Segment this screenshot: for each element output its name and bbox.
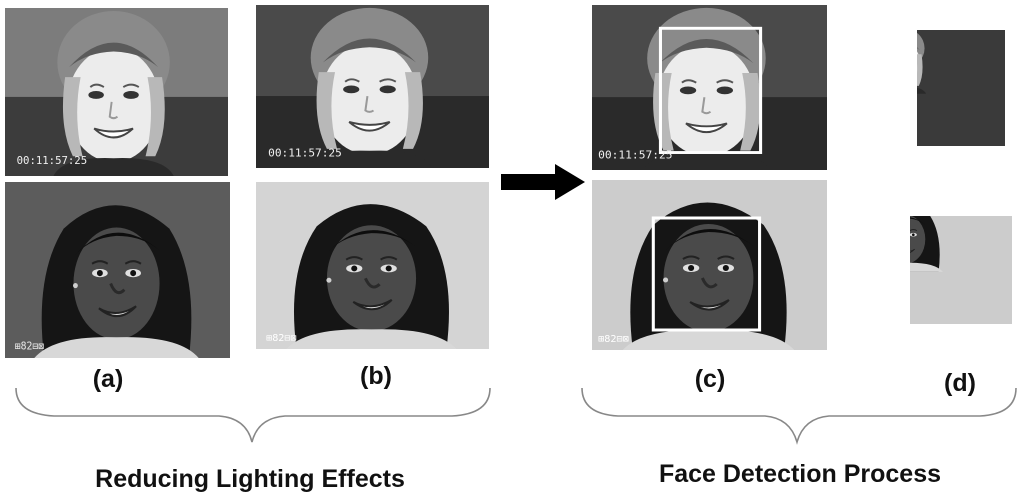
- label-a: (a): [92, 365, 124, 393]
- label-d: (d): [944, 369, 976, 397]
- timestamp-c-top: 00:11:57:25: [598, 149, 672, 162]
- face-detection-box-bottom: [651, 216, 762, 332]
- photo-a-bottom: ⊞82⊟⊠: [5, 182, 230, 358]
- left-brace: [15, 387, 491, 443]
- timestamp-c-bottom: ⊞82⊟⊠: [598, 334, 629, 345]
- photo-c-bottom: ⊞82⊟⊠: [592, 180, 827, 350]
- caption-left: Reducing Lighting Effects: [95, 465, 405, 493]
- photo-b-top: 00:11:57:25: [256, 5, 489, 168]
- photo-c-top: 00:11:57:25: [592, 5, 827, 170]
- caption-right: Face Detection Process: [658, 460, 942, 488]
- label-b: (b): [360, 362, 392, 390]
- timestamp-b-bottom: ⊞82⊟⊠: [266, 333, 296, 344]
- timestamp-a-bottom: ⊞82⊟⊠: [15, 341, 44, 352]
- photo-a-top: 00:11:57:25: [5, 8, 228, 176]
- right-brace: [581, 387, 1017, 445]
- photo-d-top: [917, 30, 1005, 146]
- timestamp-b-top: 00:11:57:25: [268, 147, 342, 160]
- photo-b-bottom: ⊞82⊟⊠: [256, 182, 489, 349]
- label-c: (c): [694, 365, 726, 393]
- right-arrow-icon: [501, 164, 585, 200]
- face-detection-box-top: [658, 26, 763, 154]
- timestamp-a-top: 00:11:57:25: [17, 154, 88, 167]
- photo-d-bottom: [910, 216, 1012, 324]
